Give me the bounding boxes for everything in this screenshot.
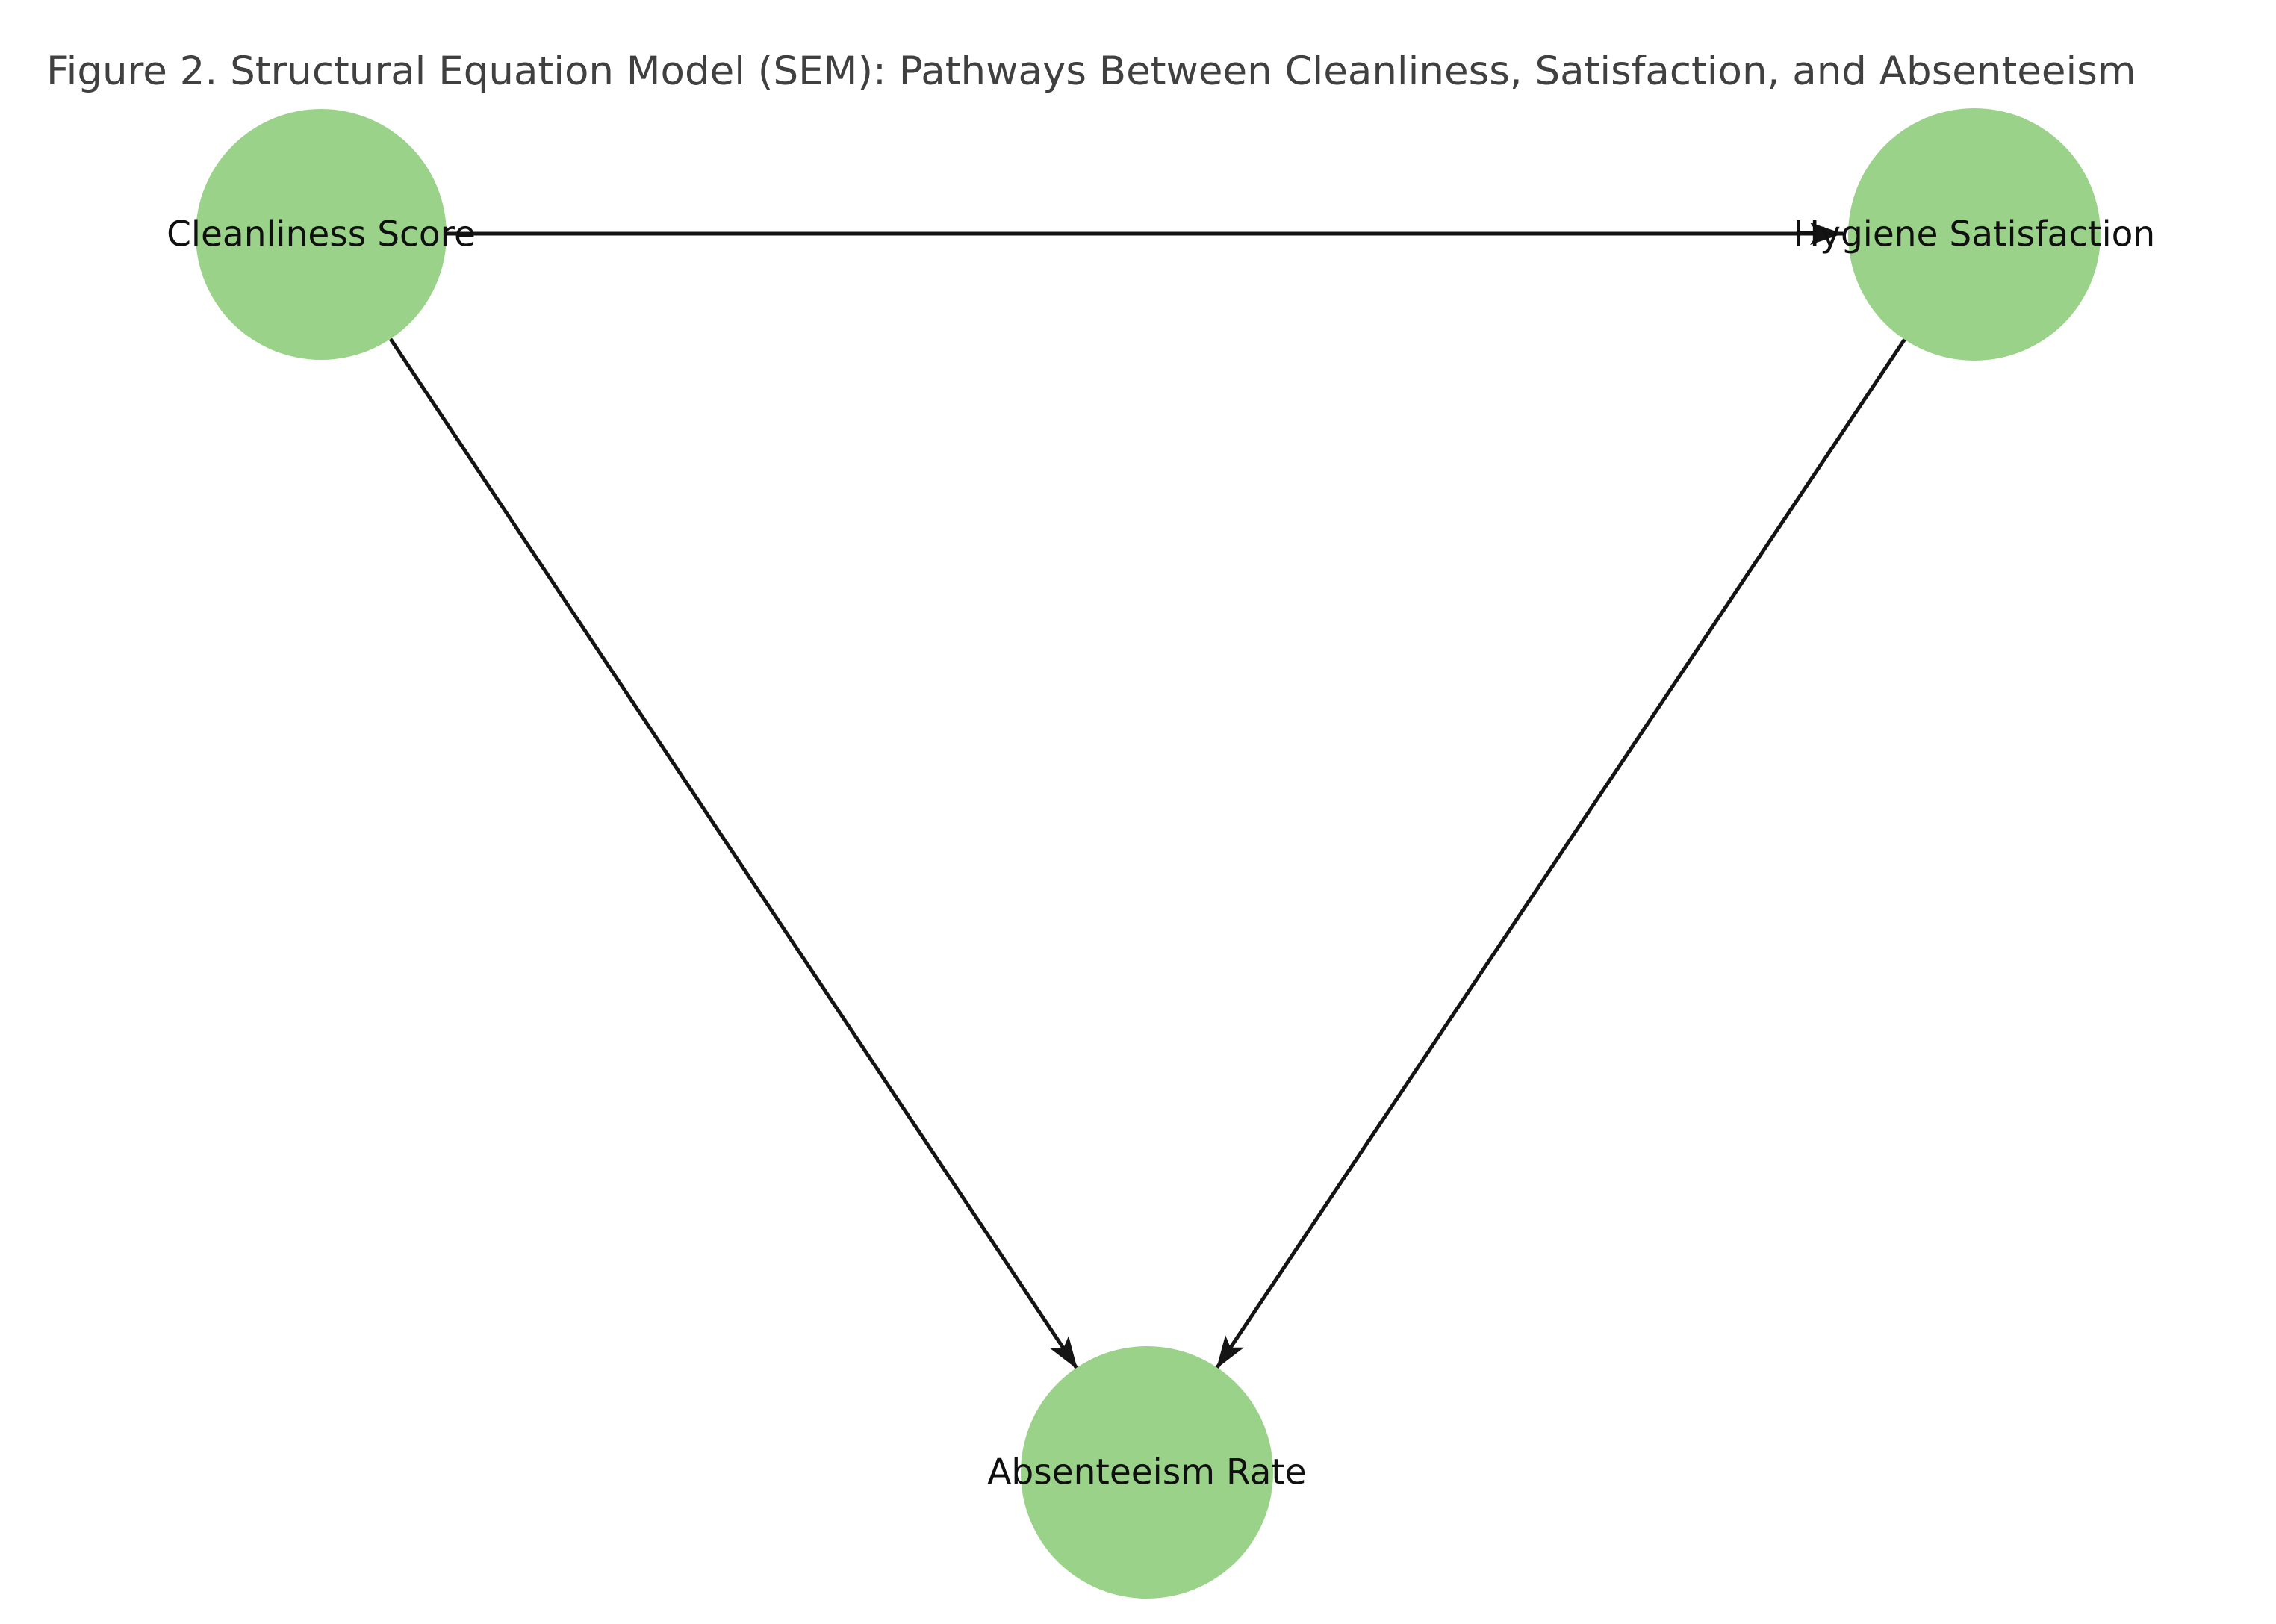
node-circle: [1021, 1346, 1273, 1599]
node-hygiene-satisfaction: Hygiene Satisfaction: [1794, 108, 2155, 361]
node-absenteeism-rate: Absenteeism Rate: [987, 1346, 1307, 1599]
edge-cleanliness-to-absenteeism: [388, 337, 1080, 1371]
node-label: Hygiene Satisfaction: [1794, 214, 2155, 255]
edge-hygiene-to-absenteeism: [1214, 337, 1907, 1370]
node-cleanliness-score: Cleanliness Score: [167, 109, 476, 360]
node-circle: [1848, 108, 2101, 361]
figure-title: Figure 2. Structural Equation Model (SEM…: [46, 49, 2136, 94]
node-circle: [196, 109, 447, 360]
node-label: Absenteeism Rate: [987, 1452, 1306, 1493]
node-label: Cleanliness Score: [167, 214, 476, 255]
